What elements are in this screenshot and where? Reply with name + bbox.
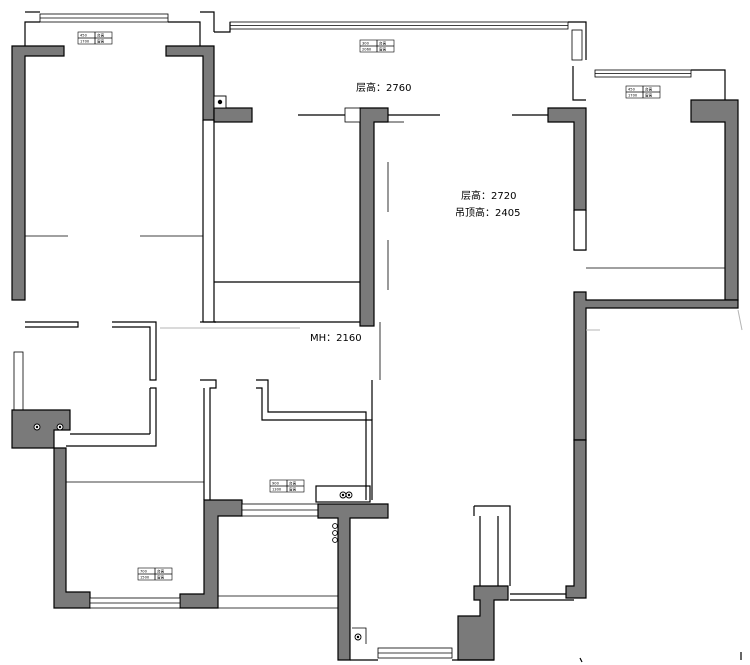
window-tag-top-center: 300 台高 2060 窗高 (359, 39, 395, 53)
tag-code2: 1300 (272, 488, 282, 492)
bottom-center-room (350, 505, 511, 661)
tag-code: 700 (140, 570, 148, 574)
left-outer-wall (11, 45, 215, 609)
tag-code2: 1500 (140, 576, 150, 580)
tag-b: 窗高 (379, 47, 387, 52)
outlets (33, 95, 362, 641)
faint-lines (160, 309, 743, 331)
tag-a: 台高 (379, 41, 387, 46)
mh-height-label: MH：2160 (310, 333, 362, 344)
bottom-left-window (66, 481, 204, 609)
bedroom1-partitions (25, 120, 216, 447)
right-top-window (572, 66, 726, 101)
tag-code2: 1700 (80, 40, 90, 44)
right-bedroom-walls (510, 99, 739, 601)
tag-a: 台高 (645, 87, 653, 92)
tag-a: 台高 (289, 481, 297, 486)
tag-b: 窗高 (645, 93, 653, 98)
top-left-window (24, 11, 215, 46)
tag-code: 900 (272, 482, 280, 486)
tag-a: 台高 (97, 33, 105, 38)
tag-code: 450 (80, 34, 88, 38)
tag-code2: 1700 (628, 94, 638, 98)
floor-height-top-label: 层高：2760 (356, 81, 411, 94)
tag-code: 300 (362, 42, 370, 46)
study-room (200, 107, 440, 380)
window-tag-top-left: 450 台高 1700 窗高 (77, 31, 113, 45)
tag-b: 窗高 (97, 39, 105, 44)
floor-height-right-label: 层高：2720 (461, 189, 516, 202)
window-tag-kitchen: 900 台高 1300 窗高 (269, 479, 305, 493)
ceiling-height-label: 吊顶高：2405 (455, 206, 520, 219)
corner-tick (579, 657, 583, 663)
window-tag-right: 450 台高 1700 窗高 (625, 85, 661, 99)
tag-code2: 2060 (362, 48, 372, 52)
tag-code: 450 (628, 88, 636, 92)
tag-b: 窗高 (289, 487, 297, 492)
kitchen (179, 379, 389, 661)
window-tag-bottom-left: 700 台高 1500 窗高 (137, 567, 173, 581)
top-center-window (214, 21, 587, 61)
tag-a: 台高 (157, 569, 165, 574)
tag-b: 窗高 (157, 575, 165, 580)
